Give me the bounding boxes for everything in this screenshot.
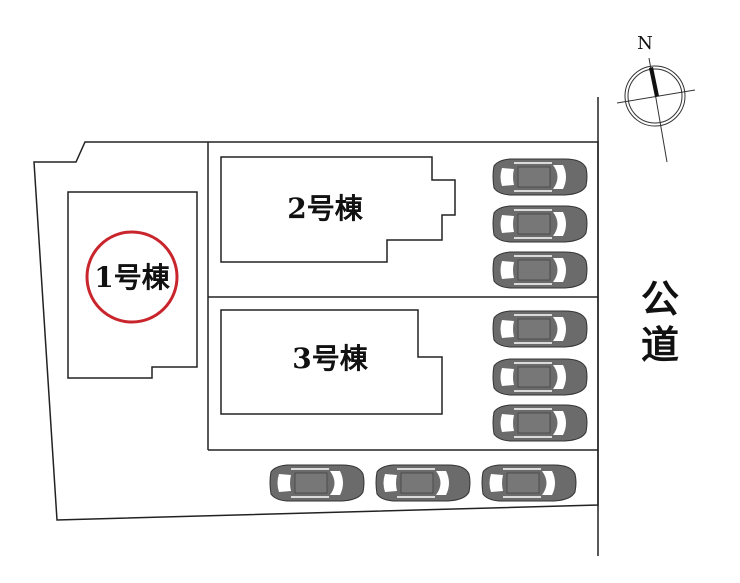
compass-icon: N [616,33,696,163]
parked-car [492,404,588,442]
building-3-footprint [220,309,443,415]
parked-car [269,464,365,502]
road-label: 道 [641,322,679,367]
building-2-footprint [220,156,456,263]
building-1-label[interactable]: 1号棟 [94,261,170,294]
north-label: N [637,33,653,54]
parked-car [492,251,588,289]
building-2-label[interactable]: 2号棟 [287,192,363,225]
road-label: 公 [641,276,679,321]
parked-car [492,205,588,243]
parked-car [492,358,588,396]
parked-car [481,464,577,502]
building-1-footprint [67,191,198,379]
parked-car [492,310,588,348]
parked-car [492,158,588,196]
parked-car [375,464,471,502]
building-3-label[interactable]: 3号棟 [292,342,368,375]
building-1-highlight [85,230,179,324]
